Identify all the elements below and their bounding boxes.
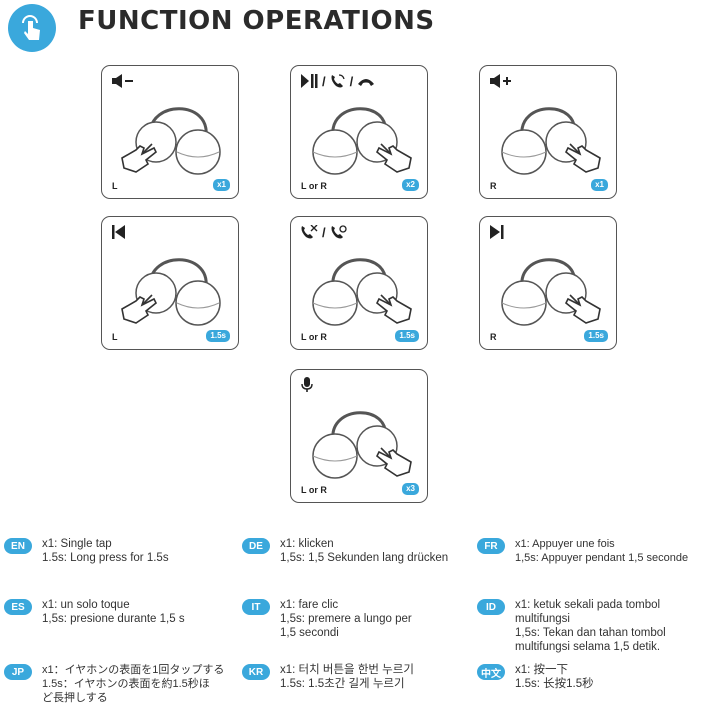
legend-line: 1.5s: 1.5초간 길게 누르기 — [280, 678, 405, 690]
hold-badge: 1.5s — [584, 330, 608, 342]
legend-line: 1.5s: 长按1.5秒 — [515, 678, 594, 690]
legend-line: x1: ketuk sekali pada tombol — [515, 599, 661, 611]
earbud-tap-right-illustration — [312, 107, 412, 175]
legend-line: 1,5s: Appuyer pendant 1,5 seconde — [515, 552, 689, 564]
reject-call-icon — [301, 225, 318, 239]
earbud-tap-right-illustration — [501, 258, 601, 326]
lang-badge: DE — [242, 538, 270, 554]
legend-line: x1: Single tap — [42, 538, 112, 550]
legend-en: EN x1: Single tap 1.5s: Long press for 1… — [4, 537, 169, 565]
card-voice-assistant: L or R x3 — [290, 369, 428, 503]
microphone-icon — [301, 377, 313, 392]
lang-badge: 中文 — [477, 664, 505, 680]
legend-line: x1: klicken — [280, 538, 334, 550]
legend-line: 1,5s: premere a lungo per — [280, 613, 412, 625]
card-volume-down: L x1 — [101, 65, 239, 199]
legend-line: 1,5 secondi — [280, 627, 339, 639]
lang-badge: ID — [477, 599, 505, 615]
legend-line: x1: 按一下 — [515, 664, 569, 676]
legend-line: multifungsi selama 1,5 detik. — [515, 641, 661, 653]
legend-kr: KR x1: 터치 버튼을 한번 누르기 1.5s: 1.5초간 길게 누르기 — [242, 663, 414, 691]
switch-call-icon — [331, 225, 347, 239]
side-label: R — [490, 332, 497, 342]
side-label: L or R — [301, 485, 327, 495]
earbud-tap-right-illustration — [312, 258, 412, 326]
side-label: L — [112, 332, 118, 342]
earbud-tap-right-illustration — [501, 107, 601, 175]
legend-fr: FR x1: Appuyer une fois 1,5s: Appuyer pe… — [477, 537, 688, 565]
tap-badge: x1 — [213, 179, 230, 191]
lang-badge: IT — [242, 599, 270, 615]
lang-badge: ES — [4, 599, 32, 615]
legend-line: x1: fare clic — [280, 599, 339, 611]
legend-it: IT x1: fare clic 1,5s: premere a lungo p… — [242, 598, 412, 640]
legend-jp: JP x1：イヤホンの表面を1回タップする 1.5s：イヤホンの表面を約1.5秒… — [4, 663, 224, 705]
card-play-pause-call: / / L or R x2 — [290, 65, 428, 199]
legend-id: ID x1: ketuk sekali pada tombol multifun… — [477, 598, 666, 654]
lang-badge: FR — [477, 538, 505, 554]
volume-up-icon — [490, 74, 511, 88]
earbud-tap-right-illustration — [312, 411, 412, 479]
legend-line: x1: un solo toque — [42, 599, 130, 611]
legend-line: 1.5s：イヤホンの表面を約1.5秒ほ — [42, 678, 210, 690]
volume-down-icon — [112, 74, 133, 88]
next-track-icon — [490, 225, 504, 239]
hold-badge: 1.5s — [206, 330, 230, 342]
legend-line: 1.5s: Long press for 1.5s — [42, 552, 169, 564]
earbud-tap-left-illustration — [121, 258, 221, 326]
card-volume-up: R x1 — [479, 65, 617, 199]
card-next-track: R 1.5s — [479, 216, 617, 350]
page-title: FUNCTION OPERATIONS — [78, 6, 435, 36]
earbud-tap-left-illustration — [121, 107, 221, 175]
hold-badge: 1.5s — [395, 330, 419, 342]
previous-track-icon — [112, 225, 125, 239]
legend-es: ES x1: un solo toque 1,5s: presione dura… — [4, 598, 185, 626]
hang-up-icon — [358, 79, 375, 86]
side-label: L or R — [301, 332, 327, 342]
legend-line: x1: 터치 버튼을 한번 누르기 — [280, 664, 414, 676]
side-label: R — [490, 181, 497, 191]
answer-call-icon — [331, 74, 345, 88]
card-reject-switch-call: / L or R 1.5s — [290, 216, 428, 350]
legend-line: x1: Appuyer une fois — [515, 538, 615, 550]
legend-line: ど長押しする — [42, 692, 108, 704]
side-label: L — [112, 181, 118, 191]
tap-badge: x1 — [591, 179, 608, 191]
legend-line: 1,5s: presione durante 1,5 s — [42, 613, 185, 625]
lang-badge: JP — [4, 664, 32, 680]
side-label: L or R — [301, 181, 327, 191]
legend-line: x1：イヤホンの表面を1回タップする — [42, 664, 225, 676]
legend-zh: 中文 x1: 按一下 1.5s: 长按1.5秒 — [477, 663, 594, 691]
play-pause-icon — [301, 74, 318, 88]
tap-badge: x3 — [402, 483, 419, 495]
legend-line: 1,5s: 1,5 Sekunden lang drücken — [280, 552, 449, 564]
legend-de: DE x1: klicken 1,5s: 1,5 Sekunden lang d… — [242, 537, 448, 565]
lang-badge: EN — [4, 538, 32, 554]
tap-badge: x2 — [402, 179, 419, 191]
legend-line: multifungsi — [515, 613, 570, 625]
lang-badge: KR — [242, 664, 270, 680]
legend-line: 1,5s: Tekan dan tahan tombol — [515, 627, 666, 639]
tap-hand-icon — [8, 4, 56, 52]
card-previous-track: L 1.5s — [101, 216, 239, 350]
